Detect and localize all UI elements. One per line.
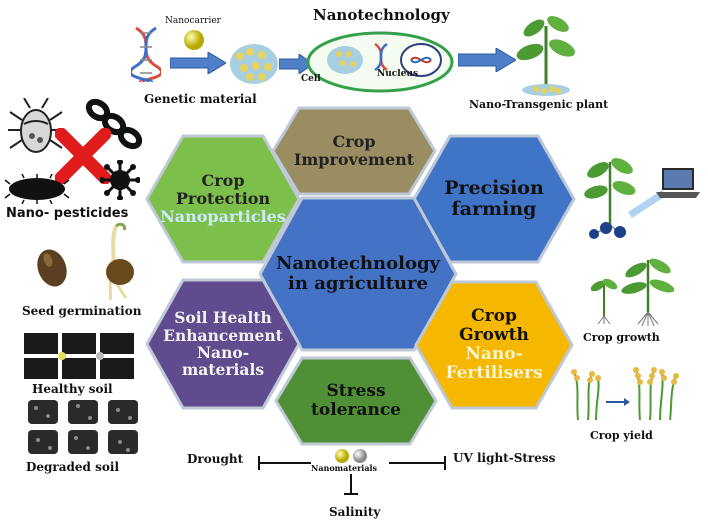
degraded-soil-label: Degraded soil: [26, 460, 119, 474]
precision-farming-icon: [584, 158, 700, 239]
salinity-label: Salinity: [329, 505, 381, 519]
drought-label: Drought: [187, 452, 244, 466]
uv-light-stress-label: UV light-Stress: [453, 451, 556, 465]
hex-crop-protection-line1: Crop: [201, 171, 245, 191]
hex-soil-health: Soil Health Enhancement Nano- materials: [145, 278, 301, 410]
hex-crop-improvement-line2: Improvement: [293, 150, 415, 169]
nanomaterial-spheres-icon: [335, 449, 367, 463]
hex-center: Nanotechnology in agriculture: [258, 196, 458, 352]
nano-transgenic-plant-label: Nano-Transgenic plant: [469, 98, 609, 111]
nanotechnology-title: Nanotechnology: [313, 6, 450, 24]
transgenic-plant-icon: [516, 16, 576, 96]
red-x-icon: [55, 128, 111, 184]
nucleus-label: Nucleus: [377, 69, 419, 79]
hex-stress-tolerance: Stress tolerance: [274, 356, 438, 446]
arrow-right-icon: [458, 48, 516, 72]
hex-crop-protection: Crop Protection Nanoparticles: [145, 134, 301, 264]
cell-nucleus-icon: [306, 31, 454, 93]
inhibition-lines: [258, 456, 446, 495]
arrow-right-icon: [279, 54, 313, 74]
crop-yield-icon: [571, 367, 679, 421]
nano-pesticides-label: Nano- pesticides: [6, 206, 129, 221]
nanoparticle-cluster-icon: [230, 44, 278, 84]
hex-precision-farming-line2: farming: [451, 198, 537, 220]
cell-label: Cell: [301, 74, 321, 84]
nanomaterials-label: Nanomaterials: [311, 463, 378, 473]
hex-crop-growth-line2: Growth: [459, 324, 529, 345]
hex-soil-health-line4: materials: [181, 360, 265, 380]
degraded-soil-grid-icon: [28, 400, 138, 454]
germinating-seed-icon: [106, 222, 134, 300]
bacterium-icon: [4, 174, 70, 204]
center-line1: Nanotechnology: [275, 252, 440, 274]
crop-growth-plants-icon: [590, 258, 675, 326]
center-line2: in agriculture: [288, 273, 428, 294]
nanocarrier-label: Nanocarrier: [165, 16, 221, 26]
hex-stress-tolerance-line1: Stress: [326, 380, 386, 401]
hex-crop-protection-line2: Protection: [175, 189, 271, 209]
hex-soil-health-line1: Soil Health: [174, 308, 272, 328]
hex-crop-growth-line4: Fertilisers: [445, 363, 543, 384]
hex-crop-protection-line3: Nanoparticles: [160, 206, 286, 226]
hex-crop-growth-line1: Crop: [471, 305, 517, 326]
seed-germination-label: Seed germination: [22, 304, 142, 318]
nanocarrier-sphere-icon: [184, 30, 204, 50]
healthy-soil-grid-icon: [24, 333, 134, 379]
seed-icon: [37, 249, 67, 287]
genetic-material-label: Genetic material: [144, 92, 257, 106]
hex-precision-farming-line1: Precision: [444, 176, 544, 199]
chain-icon: [85, 98, 142, 150]
hex-stress-tolerance-line2: tolerance: [311, 400, 401, 420]
hex-crop-improvement: Crop Improvement: [271, 106, 437, 196]
virus-icon: [100, 160, 140, 200]
hex-soil-health-line2: Enhancement: [163, 325, 283, 345]
hex-crop-growth-line3: Nano-: [465, 344, 523, 364]
hex-soil-health-line3: Nano-: [196, 343, 250, 362]
hex-crop-growth: Crop Growth Nano- Fertilisers: [414, 280, 574, 410]
dna-helix-icon: [131, 26, 161, 82]
hex-crop-improvement-line1: Crop: [332, 132, 376, 152]
bug-icon: [8, 98, 64, 153]
hex-precision-farming: Precision farming: [412, 134, 576, 264]
arrow-right-icon: [170, 52, 226, 74]
crop-growth-label: Crop growth: [583, 331, 660, 344]
crop-yield-label: Crop yield: [590, 429, 653, 442]
healthy-soil-label: Healthy soil: [32, 382, 113, 396]
